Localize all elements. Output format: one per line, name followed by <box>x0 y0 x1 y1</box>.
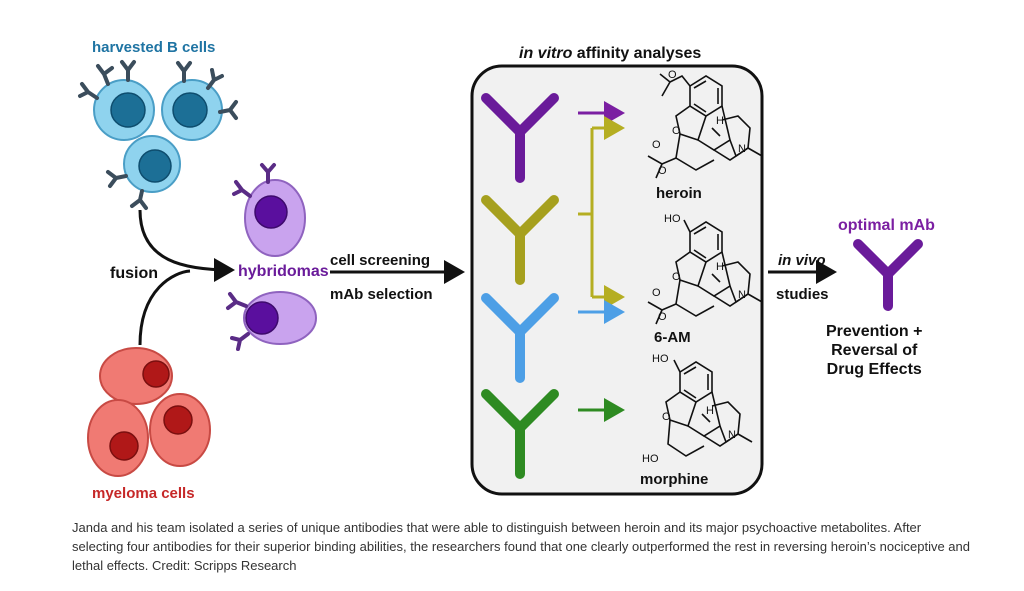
myeloma-group <box>87 347 211 477</box>
heroin-structure <box>647 73 763 179</box>
atom-label: O <box>658 165 667 177</box>
atom-label: O <box>652 139 661 151</box>
studies-label: studies <box>776 286 829 303</box>
six-am-structure <box>647 219 763 325</box>
morphine-structure <box>665 359 753 457</box>
atom-label: O <box>672 271 681 283</box>
fusion-arrows <box>138 209 235 346</box>
myeloma-cell <box>149 393 211 467</box>
mab-selection-label: mAb selection <box>330 286 433 303</box>
b-cell-receptor-icon <box>78 60 238 210</box>
atom-label: H <box>716 261 724 273</box>
affinity-analyses-label: affinity analyses <box>572 45 702 62</box>
hybridomas-label: hybridomas <box>238 263 329 280</box>
in-vitro-label: in vitro <box>519 45 573 62</box>
six-am-label: 6-AM <box>654 329 691 346</box>
myeloma-cell <box>87 399 149 477</box>
morphine-atoms: HO O HO H N <box>642 353 736 465</box>
affinity-analyses-heading: in vitro affinity analyses <box>519 46 701 62</box>
myeloma-cells-label: myeloma cells <box>92 485 195 502</box>
diagram-canvas: O O O O H N HO O O O H N <box>78 60 923 496</box>
optimal-antibody-icon <box>853 239 923 311</box>
optimal-mab-label: optimal mAb <box>838 217 935 234</box>
antibody-olive-icon <box>481 195 559 285</box>
b-cell <box>123 135 181 193</box>
atom-label: N <box>728 429 736 441</box>
outcome-label: Prevention + Reversal of Drug Effects <box>826 323 923 379</box>
atom-label: N <box>738 143 746 155</box>
heroin-atoms: O O O O H N <box>652 69 746 177</box>
myeloma-cell <box>99 347 173 405</box>
atom-label: O <box>668 69 677 81</box>
atom-label: N <box>738 289 746 301</box>
olive-binding-arrow <box>578 116 625 309</box>
hybridomas-group <box>226 163 317 351</box>
atom-label: H <box>716 115 724 127</box>
atom-label: O <box>672 125 681 137</box>
atom-label: O <box>662 411 671 423</box>
in-vitro-box <box>470 64 764 496</box>
morphine-label: morphine <box>640 471 709 488</box>
hybridoma-receptor-icon <box>226 163 276 351</box>
atom-label: HO <box>664 213 681 225</box>
cell-screening-label: cell screening <box>330 252 431 269</box>
six-am-atoms: HO O O O H N <box>652 213 746 323</box>
b-cells-group <box>78 60 238 210</box>
antibody-blue-icon <box>481 293 559 383</box>
atom-label: HO <box>652 353 669 365</box>
atom-label: H <box>706 405 714 417</box>
atom-label: O <box>658 311 667 323</box>
atom-label: HO <box>642 453 659 465</box>
hybridoma-cell <box>244 179 306 257</box>
figure-caption: Janda and his team isolated a series of … <box>72 520 970 573</box>
b-cell <box>93 79 155 141</box>
b-cell <box>161 79 223 141</box>
antibody-green-icon <box>481 389 559 479</box>
harvested-b-cells-label: harvested B cells <box>92 39 216 56</box>
in-vivo-label: in vivo <box>778 252 826 269</box>
heroin-label: heroin <box>656 185 702 202</box>
fusion-label: fusion <box>110 265 158 282</box>
hybridoma-cell <box>243 291 317 345</box>
antibody-purple-icon <box>481 93 559 183</box>
atom-label: O <box>652 287 661 299</box>
